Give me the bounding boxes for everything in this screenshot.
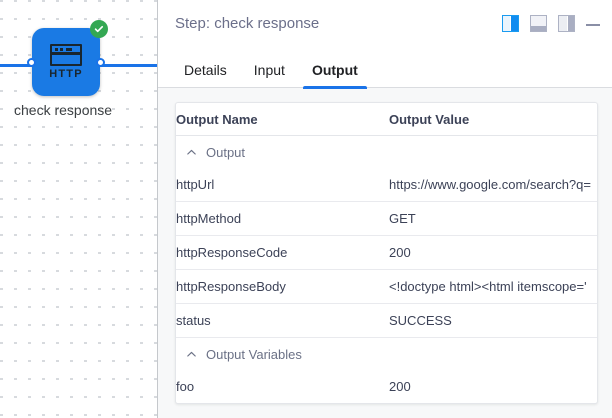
group-value-cell — [389, 136, 597, 169]
output-value-cell: https://www.google.com/search?q= — [389, 168, 597, 202]
layout-bottom-icon[interactable] — [530, 15, 547, 32]
node-icon-label: HTTP — [49, 68, 83, 80]
group-label: Output Variables — [206, 346, 302, 362]
node-output-port[interactable] — [96, 58, 105, 67]
table-group-row-output-variables[interactable]: Output Variables — [176, 337, 597, 370]
layout-split-icon[interactable] — [502, 15, 519, 32]
node-box[interactable]: HTTP — [27, 20, 108, 96]
tab-bar: Details Input Output — [158, 47, 612, 89]
output-value-cell: 200 — [389, 235, 597, 270]
output-name-cell: httpMethod — [176, 201, 389, 236]
output-value-cell: 200 — [389, 379, 411, 394]
minimize-icon[interactable] — [586, 17, 600, 31]
workflow-canvas[interactable]: HTTP check response — [0, 0, 158, 418]
tab-details[interactable]: Details — [184, 62, 227, 78]
output-value-cell: GET — [389, 201, 597, 236]
table-header: Output Name Output Value — [176, 103, 597, 136]
output-name-cell: httpUrl — [176, 168, 389, 202]
workflow-node-check-response[interactable]: HTTP — [27, 20, 108, 96]
table-row[interactable]: status SUCCESS — [176, 303, 597, 338]
table-row[interactable]: foo 200 — [176, 370, 597, 403]
layout-side-icon[interactable] — [558, 15, 575, 32]
output-value-cell: SUCCESS — [389, 303, 597, 338]
table-row[interactable]: httpResponseCode 200 — [176, 235, 597, 270]
group-toggle-cell[interactable]: Output — [176, 136, 389, 169]
column-header-output-value: Output Value — [389, 103, 597, 136]
panel-actions — [502, 15, 600, 32]
table-group-row-output[interactable]: Output — [176, 136, 597, 169]
chevron-up-icon[interactable] — [186, 147, 197, 158]
tab-input[interactable]: Input — [253, 62, 285, 78]
panel-divider[interactable] — [157, 0, 158, 418]
step-details-panel: Step: check response Details Input Outpu… — [158, 0, 612, 418]
panel-content: Output Name Output Value — [158, 88, 612, 418]
output-table: Output Name Output Value — [176, 103, 597, 403]
page-title: Step: check response — [175, 15, 320, 32]
group-toggle-cell[interactable]: Output Variables — [176, 337, 389, 370]
table-row[interactable]: httpMethod GET — [176, 201, 597, 236]
output-value-cell: <!doctype html><html itemscope=' — [389, 269, 597, 304]
output-table-card: Output Name Output Value — [175, 102, 598, 404]
node-caption: check response — [14, 102, 113, 118]
table-body: Output httpUrl https://www.google.com/se… — [176, 136, 597, 404]
table-header-row: Output Name Output Value — [176, 103, 597, 136]
column-header-output-name: Output Name — [176, 103, 389, 136]
group-label: Output — [206, 144, 246, 160]
node-input-port[interactable] — [27, 58, 36, 67]
check-circle-icon — [90, 20, 108, 38]
chevron-up-icon[interactable] — [186, 349, 197, 360]
tab-bar-underline — [158, 87, 612, 88]
table-row[interactable]: httpResponseBody <!doctype html><html it… — [176, 269, 597, 304]
output-name-cell: httpResponseCode — [176, 235, 389, 270]
group-value-cell — [389, 337, 597, 370]
output-name-cell: httpResponseBody — [176, 269, 389, 304]
table-row[interactable]: httpUrl https://www.google.com/search?q= — [176, 168, 597, 202]
panel-header: Step: check response — [158, 0, 612, 47]
http-node-icon — [50, 44, 82, 66]
output-name-cell: status — [176, 303, 389, 338]
tab-output[interactable]: Output — [302, 62, 367, 89]
output-name-cell: foo — [176, 379, 195, 394]
